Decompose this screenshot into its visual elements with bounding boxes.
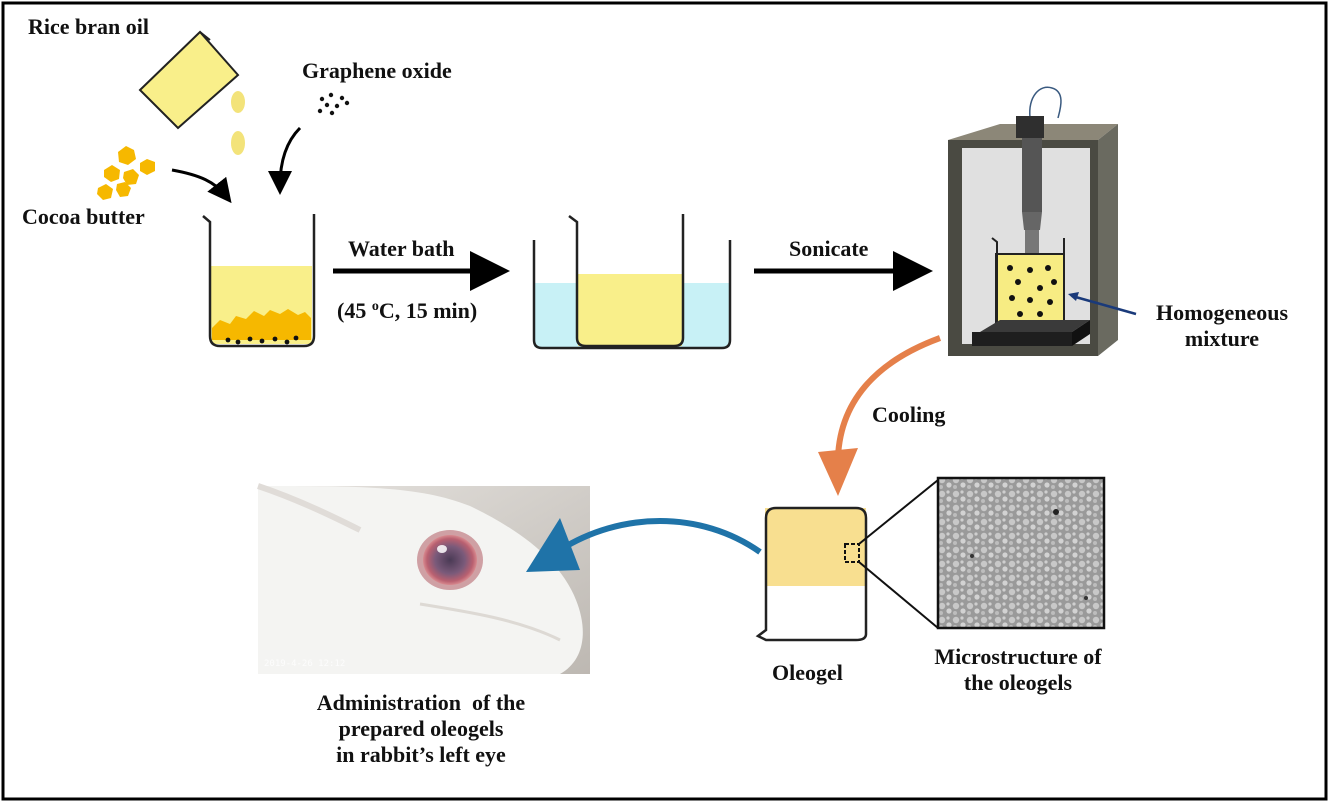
- cocoa-butter-label: Cocoa butter: [22, 204, 145, 229]
- homogeneous-mixture-label: Homogeneous mixture: [1138, 300, 1306, 352]
- homogeneous-line-2: mixture: [1184, 326, 1260, 351]
- cocoa-arrow: [171, 168, 232, 204]
- microstructure-line-1: Microstructure of: [934, 644, 1102, 669]
- administration-arrow: [558, 518, 762, 555]
- water-bath-label: Water bath: [348, 236, 455, 261]
- rice-bran-oil-label: Rice bran oil: [28, 14, 149, 39]
- photo-timestamp: 2019-4-26 12:12: [264, 659, 345, 669]
- rabbit-eye-icon: [423, 535, 477, 585]
- cocoa-butter-pieces-icon: [97, 146, 155, 200]
- rice-bran-oil-container-icon: [138, 30, 245, 155]
- graphene-arrow: [268, 126, 302, 195]
- degree-sign: o: [371, 299, 379, 314]
- oil-drop-icon: [231, 131, 245, 155]
- condition-temperature: (45: [337, 298, 372, 323]
- water-bath-conditions: (45 oC, 15 min): [337, 294, 477, 324]
- oleogel-label: Oleogel: [772, 660, 843, 685]
- water-bath-vessel: [532, 214, 732, 350]
- homogeneous-line-1: Homogeneous: [1156, 300, 1288, 325]
- graphene-oxide-label: Graphene oxide: [302, 58, 452, 83]
- oil-drop-icon: [231, 91, 245, 113]
- administration-line-1: Administration of the: [316, 690, 526, 715]
- graphene-oxide-dots-icon: [317, 92, 350, 116]
- administration-line-2: prepared oleogels: [338, 716, 504, 741]
- microstructure-label: Microstructure of the oleogels: [914, 644, 1122, 696]
- administration-line-3: in rabbit’s left eye: [336, 742, 506, 767]
- microstructure-line-2: the oleogels: [963, 670, 1073, 695]
- oleogel-container: [755, 506, 868, 642]
- condition-time: C, 15 min): [378, 298, 478, 323]
- microstructure-image: [936, 476, 1106, 630]
- cooling-arrow: [834, 335, 942, 471]
- cooling-label: Cooling: [872, 402, 946, 427]
- sonicate-label: Sonicate: [789, 236, 869, 261]
- homogeneous-pointer: [1071, 294, 1137, 316]
- sonicator-apparatus-icon: [948, 86, 1118, 356]
- rabbit-photo: 2019-4-26 12:12: [257, 483, 590, 674]
- mixing-beaker: [202, 214, 316, 348]
- administration-label: Administration of the prepared oleogels …: [286, 690, 556, 768]
